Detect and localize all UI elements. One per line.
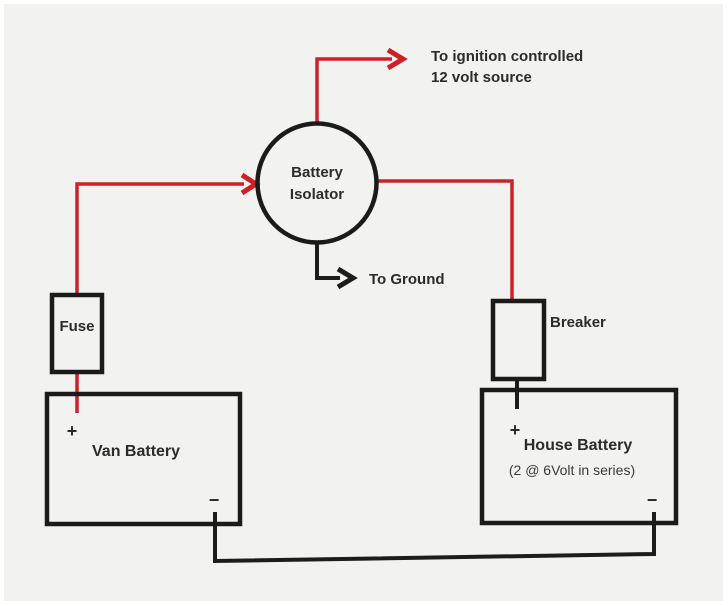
wire-isolator-to-ignition — [315, 57, 392, 123]
wire-fuse-to-isolator — [75, 182, 244, 296]
ignition-label-line1: To ignition controlled — [431, 48, 583, 65]
diagram-background — [4, 4, 723, 601]
battery-isolator-node — [255, 121, 379, 245]
van-battery-label: Van Battery — [92, 443, 180, 460]
house-battery-sublabel: (2 @ 6Volt in series) — [509, 462, 635, 478]
ground-label: To Ground — [369, 271, 445, 288]
breaker-box — [490, 298, 547, 382]
house-battery-minus-terminal: − — [647, 490, 658, 510]
ignition-label-line2: 12 volt source — [431, 69, 532, 86]
van-battery-minus-terminal: − — [209, 490, 220, 510]
battery-isolator-label-line1: Battery — [291, 164, 343, 181]
van-battery-plus-terminal: + — [67, 421, 78, 441]
house-battery-label: House Battery — [524, 437, 633, 454]
wire-negative-terminals — [213, 512, 656, 564]
fuse-label: Fuse — [59, 318, 94, 335]
fuse-box — [49, 292, 105, 375]
house-battery-box — [479, 387, 679, 526]
house-battery-plus-terminal: + — [510, 420, 521, 440]
ignition-arrow-icon — [386, 47, 408, 71]
ground-arrow-icon — [336, 266, 358, 290]
wire-isolator-to-ground — [315, 243, 340, 280]
wire-isolator-to-breaker — [377, 179, 514, 301]
breaker-label: Breaker — [550, 314, 606, 331]
battery-isolator-label-line2: Isolator — [290, 186, 344, 203]
van-battery-box — [44, 391, 243, 527]
